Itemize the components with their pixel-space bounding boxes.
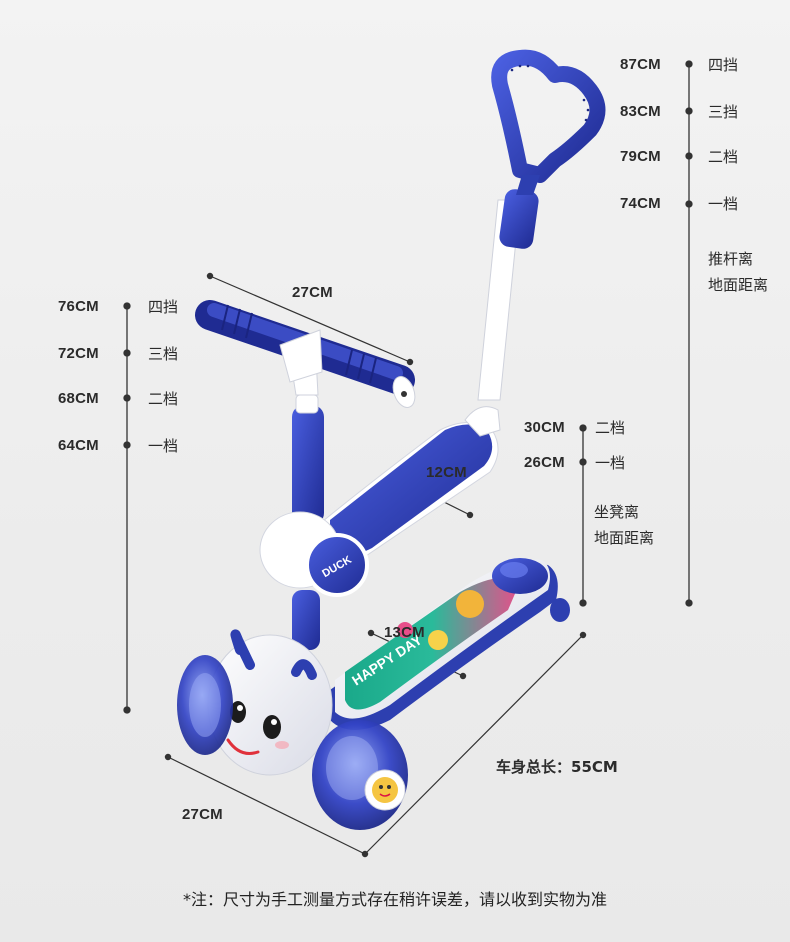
tbar-height-76: 76CM (58, 298, 99, 315)
handlebar-caption-line1: 推杆离 (708, 250, 754, 268)
handlebar-level-4: 四挡 (708, 56, 739, 74)
handlebar-level-3: 三挡 (708, 103, 739, 121)
handlebar-caption-line2: 地面距离 (708, 276, 769, 294)
handlebar-width-label: 27CM (292, 284, 333, 301)
deck-width-label: 13CM (384, 624, 425, 641)
tbar-level-2: 二档 (148, 390, 179, 408)
body-length-label: 车身总长：55CM (496, 758, 618, 776)
seat-caption-line1: 坐凳离 (594, 503, 640, 521)
seat-height-30: 30CM (524, 419, 565, 436)
measurement-footnote: *注：尺寸为手工测量方式存在稍许误差，请以收到实物为准 (182, 890, 607, 909)
seat-height-scale (579, 424, 587, 607)
brand-disc: DUCK (259, 511, 369, 597)
push-handle (477, 49, 606, 401)
tbar-level-1: 一档 (148, 437, 179, 455)
wheels (177, 598, 570, 830)
tbar-height-68: 68CM (58, 390, 99, 407)
handlebar-level-2: 二档 (708, 148, 739, 166)
tbar-height-72: 72CM (58, 345, 99, 362)
seat-level-1: 一档 (595, 454, 626, 472)
seat-length-label: 12CM (426, 464, 467, 481)
seat-level-2: 二档 (595, 419, 626, 437)
deck: HAPPY DAY (330, 558, 558, 730)
handlebar-height-74: 74CM (620, 195, 661, 212)
t-bar-handlebar (195, 300, 416, 408)
front-character-body (207, 629, 333, 776)
seat-height-26: 26CM (524, 454, 565, 471)
tbar-level-3: 三档 (148, 345, 179, 363)
front-stem (287, 334, 324, 650)
handlebar-height-83: 83CM (620, 103, 661, 120)
tbar-level-4: 四挡 (148, 298, 179, 316)
handlebar-height-87: 87CM (620, 56, 661, 73)
tbar-height-64: 64CM (58, 437, 99, 454)
seat (299, 406, 501, 571)
handlebar-height-scale (685, 60, 693, 607)
handlebar-height-79: 79CM (620, 148, 661, 165)
handlebar-level-1: 一档 (708, 195, 739, 213)
seat-caption-line2: 地面距离 (594, 529, 655, 547)
wheelbase-width-label: 27CM (182, 806, 223, 823)
seat-post-height-scale (123, 302, 131, 714)
